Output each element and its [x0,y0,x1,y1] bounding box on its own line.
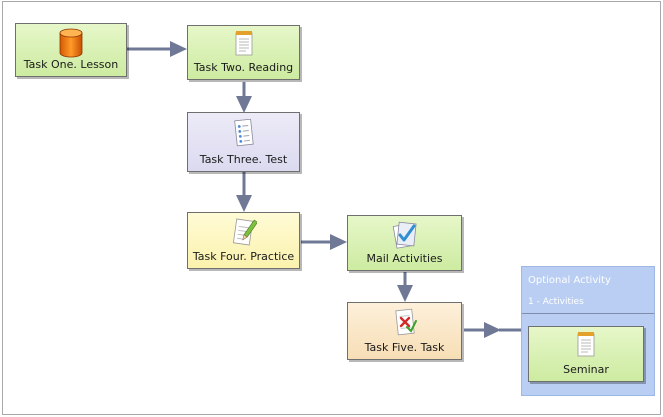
database-icon [59,28,83,58]
connector-task-three-to-task-four [236,172,252,212]
mail-activities-label: Mail Activities [366,252,443,265]
mail-activities-node[interactable]: Mail Activities [347,215,462,271]
seminar-label: Seminar [563,363,609,376]
document-x-icon [394,308,417,336]
task-two-label: Task Two. Reading [193,61,294,74]
task-two-reading-node[interactable]: Task Two. Reading [187,25,300,80]
task-three-test-node[interactable]: Task Three. Test [187,112,300,172]
optional-activity-subtitle: 1 - Activities [528,297,584,307]
task-four-practice-node[interactable]: Task Four. Practice [187,212,300,269]
optional-activity-title: Optional Activity [528,275,611,286]
checkmark-document-icon [392,221,417,249]
notepad-icon [577,332,595,357]
document-pencil-icon [232,218,257,246]
connector-task-four-to-mail [301,234,347,250]
task-one-lesson-node[interactable]: Task One. Lesson [15,23,127,77]
connector-task-five-to-optional [464,322,521,338]
connector-mail-to-task-five [397,272,413,302]
checklist-icon [233,119,254,147]
notepad-icon [235,31,252,56]
task-three-label: Task Three. Test [199,153,288,166]
seminar-node[interactable]: Seminar [528,326,644,382]
connector-task-one-to-task-two [126,41,187,57]
task-one-label: Task One. Lesson [23,58,119,71]
task-four-label: Task Four. Practice [192,250,295,263]
task-five-label: Task Five. Task [364,341,445,354]
task-five-task-node[interactable]: Task Five. Task [347,302,462,360]
connector-task-two-to-task-three [236,82,252,113]
optional-activity-divider [522,313,654,314]
